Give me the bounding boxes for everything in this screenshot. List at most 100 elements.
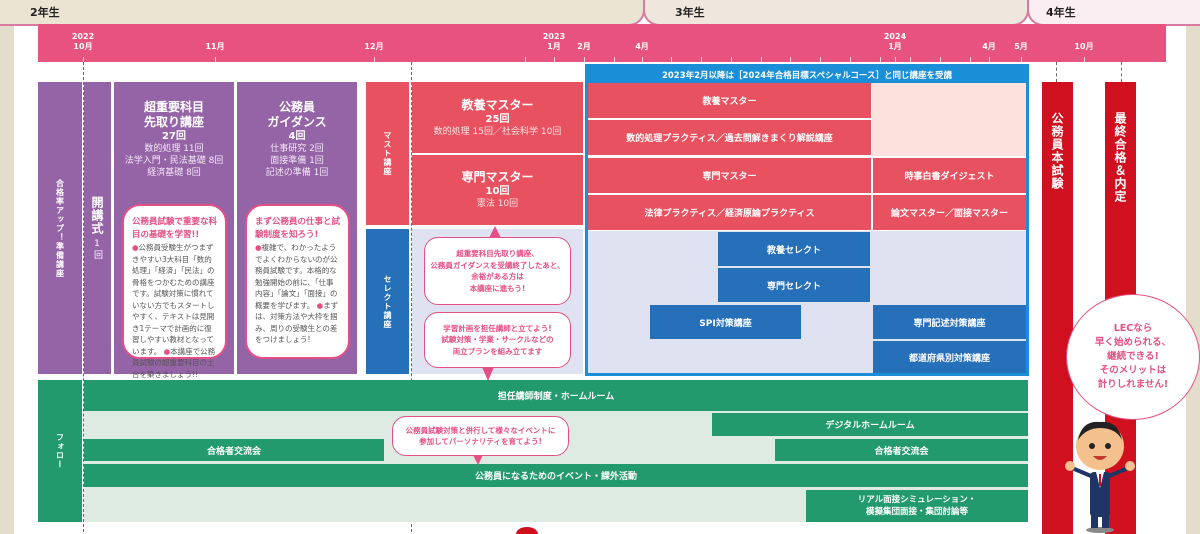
timeline-tick <box>701 57 702 62</box>
bullet-icon: ● <box>132 243 139 252</box>
timeline-tick <box>215 57 216 62</box>
bubble-text: 公務員ガイダンスを受講終了したあと、 <box>430 260 565 270</box>
timeline-tick <box>1084 57 1085 62</box>
guide-line <box>1121 62 1122 82</box>
timeline-tick <box>1021 57 1022 62</box>
bar-suteki-practice: 数的処理プラクティス／過去問解きまくり解説講座 <box>588 120 871 155</box>
timeline-month-11: 11月 <box>205 42 225 51</box>
milestone-label: 公務員本試験 <box>1050 112 1064 190</box>
bar-alumni-meeting-2: 合格者交流会 <box>775 439 1028 461</box>
guide-line <box>83 62 84 532</box>
bullet-icon: ● <box>316 300 324 310</box>
timeline-month-4b: 4月 <box>982 42 996 51</box>
timeline-tick <box>731 57 732 62</box>
opening-count: 1回 <box>92 239 102 260</box>
category-label: フォロー <box>55 433 65 469</box>
bubble-text: 本講座に進もう! <box>469 283 526 293</box>
course-count: 10回 <box>485 186 510 197</box>
bubble-text: 参加してパーソナリティを育てよう! <box>419 437 542 446</box>
bar-ronbun-mensetsu: 論文マスター／面接マスター <box>873 195 1026 230</box>
course-detail: 数的処理 11回 <box>144 144 204 154</box>
timeline-tick <box>895 57 896 62</box>
timeline-month-12: 12月 <box>364 42 384 51</box>
grade-label: 2年生 <box>30 6 60 19</box>
grade-label: 3年生 <box>675 6 705 19</box>
select-category: セレクト講座 <box>366 229 409 374</box>
note-body: 複雑で、わかったようでよくわからないのが公務員試験です。本格的な勉強開始の前に、… <box>255 243 338 310</box>
timeline-month-4: 4月 <box>635 42 649 51</box>
bar-alumni-meeting-1: 合格者交流会 <box>84 439 384 461</box>
course-box-prep: 超重要科目 先取り講座 27回 数的処理 11回 法学入門・民法基礎 8回 経済… <box>114 82 234 379</box>
background-right-band <box>1186 0 1200 534</box>
bar-senmon-kijutsu: 専門記述対策講座 <box>873 305 1026 339</box>
bar-text: リアル面接シミュレーション・ <box>857 495 977 505</box>
timeline-tick <box>820 57 821 62</box>
grade-label: 4年生 <box>1046 6 1076 19</box>
bullet-icon: ● <box>255 243 262 252</box>
grade-tab-2: 2年生 <box>0 0 645 26</box>
bar-jiji-digest: 時事白書ダイジェスト <box>873 158 1026 193</box>
timeline-tick <box>584 57 585 62</box>
bar-prefecture: 都道府県別対策講座 <box>873 341 1026 373</box>
bar-spi: SPI対策講座 <box>650 305 801 339</box>
bullet-icon: ● <box>163 346 171 356</box>
mascot-character-icon <box>1065 421 1135 533</box>
timeline-tick <box>554 57 555 62</box>
bar-law-practice: 法律プラクティス／経済原論プラクティス <box>588 195 871 230</box>
bar-digital-homeroom: デジタルホームルーム <box>712 413 1028 436</box>
bar-interview-simulation: リアル面接シミュレーション・ 模擬集団面接・集団討論等 <box>806 490 1028 522</box>
milestone-label: 最終合格＆内定 <box>1113 112 1127 203</box>
course-note: まず公務員の仕事と試験制度を知ろう! ●複雑で、わかったようでよくわからないのが… <box>245 204 350 359</box>
course-title: ガイダンス <box>267 115 327 129</box>
bar-kyoyo-select: 教養セレクト <box>718 232 870 266</box>
course-detail: 数的処理 15回／社会科学 10回 <box>433 126 562 137</box>
category-label: 合格率アップ！準備講座 <box>55 178 65 278</box>
timeline-tick <box>761 57 762 62</box>
note-body: 本講座で公務員試験の超重要科目の土台を築きましょう!! <box>132 346 216 379</box>
course-count: 4回 <box>288 131 306 142</box>
bubble-text: 継続できる! <box>1107 351 1159 362</box>
timeline-tick <box>910 57 911 62</box>
course-count: 27回 <box>162 131 186 142</box>
course-detail: 仕事研究 2回 <box>270 144 324 154</box>
master-category: マスト講座 <box>366 82 409 225</box>
special-course-frame: 2023年2月以降は［2024年合格目標スペシャルコース］と同じ講座を受講 教養… <box>585 64 1029 376</box>
timeline-tick <box>83 57 84 62</box>
grade-tab-3: 3年生 <box>643 0 1029 26</box>
bubble-text: LECなら <box>1113 323 1153 334</box>
prep-course-category: 合格率アップ！準備講座 <box>38 82 82 374</box>
timeline-tick <box>850 57 851 62</box>
category-label: セレクト講座 <box>383 274 392 329</box>
bubble-text: 余裕がある方は <box>471 272 524 281</box>
opening-title: 開講式 <box>90 196 104 235</box>
timeline-tick <box>671 57 672 62</box>
empty-cell <box>872 83 1026 156</box>
course-box-kyoyo-master: 教養マスター 25回 数的処理 15回／社会科学 10回 <box>412 82 583 153</box>
course-detail: 面接準備 1回 <box>270 156 324 166</box>
special-course-header: 2023年2月以降は［2024年合格目標スペシャルコース］と同じ講座を受講 <box>588 67 1026 83</box>
bubble-text: 計りしれません! <box>1097 379 1169 390</box>
course-detail: 憲法 10回 <box>476 199 519 209</box>
timeline-tick <box>790 57 791 62</box>
bubble-pointer-icon <box>482 367 494 381</box>
bar-kyoyo-master: 教養マスター <box>588 83 871 118</box>
bar-senmon-master: 専門マスター <box>588 158 871 193</box>
bubble-text: 公務員試験対策と併行して様々なイベントに <box>405 425 556 435</box>
background-left-band <box>0 0 14 534</box>
decorative-circle-icon <box>516 527 538 534</box>
guide-line <box>1056 62 1057 82</box>
timeline-month-5: 5月 <box>1014 42 1028 51</box>
timeline-tick <box>642 57 643 62</box>
note-head: 公務員試験で重要な科目の基礎を学習!! <box>132 217 218 240</box>
timeline-tick <box>940 57 941 62</box>
bubble-text: 早く始められる、 <box>1094 337 1171 348</box>
timeline-month-10: 10月 <box>1074 42 1094 51</box>
bubble-text: 超重要科目先取り講座、 <box>456 249 539 258</box>
bar-homeroom: 担任講師制度・ホームルーム <box>84 380 1028 411</box>
follow-category: フォロー <box>38 380 82 522</box>
bar-senmon-select: 専門セレクト <box>718 268 870 302</box>
